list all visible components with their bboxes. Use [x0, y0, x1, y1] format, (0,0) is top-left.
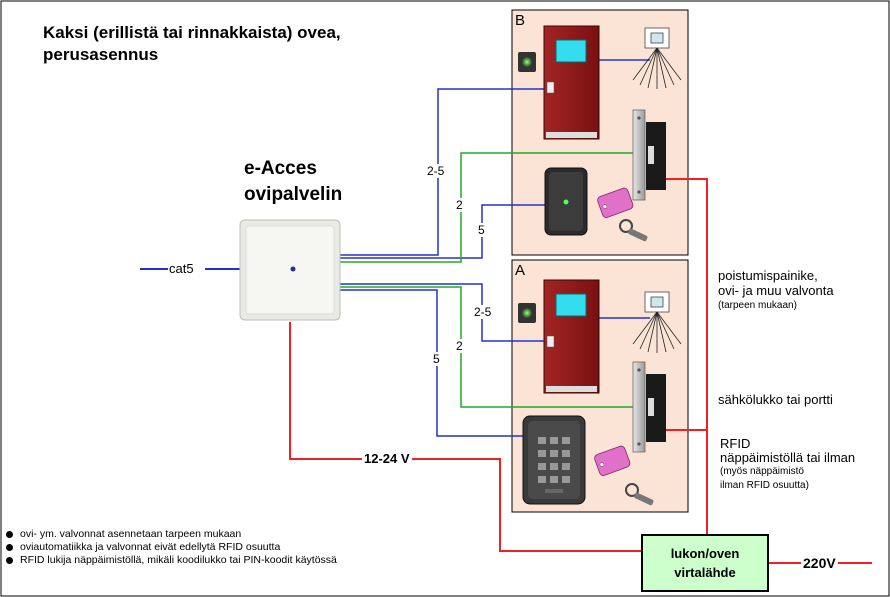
voltage-220-label: 220V: [801, 555, 838, 571]
notes-list: ovi- ym. valvonnat asennetaan tarpeen mu…: [6, 528, 337, 567]
door-a-keypad-reader: [522, 415, 586, 505]
lock-note: sähkölukko tai portti: [718, 392, 833, 407]
door-b-rfid-tag: [597, 187, 648, 242]
rfid-note-line-3: (myös näppäimistö: [720, 466, 804, 477]
rfid-note: RFID näppäimistöllä tai ilman (myös näpp…: [720, 437, 855, 493]
cat5-label: cat5: [169, 261, 194, 276]
cable-b-25-label: 2-5: [427, 164, 445, 178]
exit-note-line-1: poistumispainike,: [718, 268, 818, 283]
door-b-label: B: [515, 12, 526, 29]
door-b-door: [543, 25, 600, 140]
exit-note-line-2: ovi- ja muu valvonta: [718, 283, 834, 298]
power-supply-line-2: virtalähde: [674, 565, 736, 580]
cable-a-2-label: 2: [456, 339, 463, 353]
note-item: oviautomatiikka ja valvonnat eivät edell…: [6, 541, 337, 554]
server-device: [239, 219, 341, 321]
cable-b-5-label: 5: [478, 223, 485, 237]
note-item: ovi- ym. valvonnat asennetaan tarpeen mu…: [6, 528, 337, 541]
exit-monitoring-note: poistumispainike, ovi- ja muu valvonta (…: [718, 268, 834, 313]
diagram-title: Kaksi (erillistä tai rinnakkaista) ovea,…: [43, 22, 443, 66]
cable-a-5-label: 5: [433, 352, 440, 366]
door-a-led: [518, 303, 536, 323]
cable-b-2-label: 2: [456, 198, 463, 212]
door-a-door: [543, 279, 600, 394]
wire-12-24v: [289, 322, 643, 552]
server-label-line-2: ovipalvelin: [244, 184, 343, 205]
cable-a-25-label: 2-5: [474, 305, 492, 319]
door-a-label: A: [515, 262, 526, 279]
voltage-12-24-label: 12-24 V: [362, 451, 412, 466]
door-b-electric-lock: [632, 109, 666, 201]
door-b-motion-sensor: [632, 27, 682, 89]
exit-note-line-3: (tarpeen mukaan): [718, 300, 797, 311]
power-supply-line-1: lukon/oven: [670, 546, 740, 561]
server-label: e-Acces ovipalvelin: [244, 156, 342, 208]
title-line-2: perusasennus: [43, 45, 159, 64]
note-item: RFID lukija näppäimistöllä, mikäli koodi…: [6, 554, 337, 567]
power-supply-box: lukon/oven virtalähde: [641, 534, 769, 592]
door-b-led: [518, 52, 536, 72]
door-a-rfid-tag: [594, 445, 654, 506]
door-b-rfid-reader: [544, 167, 588, 236]
server-label-line-1: e-Acces: [244, 158, 317, 179]
wire-lock-b: [665, 178, 708, 535]
rfid-note-line-2: näppäimistöllä tai ilman: [720, 450, 856, 465]
rfid-note-line-4: ilman RFID osuutta): [720, 480, 809, 491]
title-line-1: Kaksi (erillistä tai rinnakkaista) ovea,: [43, 23, 341, 42]
door-a-motion-sensor: [632, 291, 682, 353]
rfid-note-line-1: RFID: [720, 436, 751, 451]
door-a-electric-lock: [632, 361, 666, 453]
